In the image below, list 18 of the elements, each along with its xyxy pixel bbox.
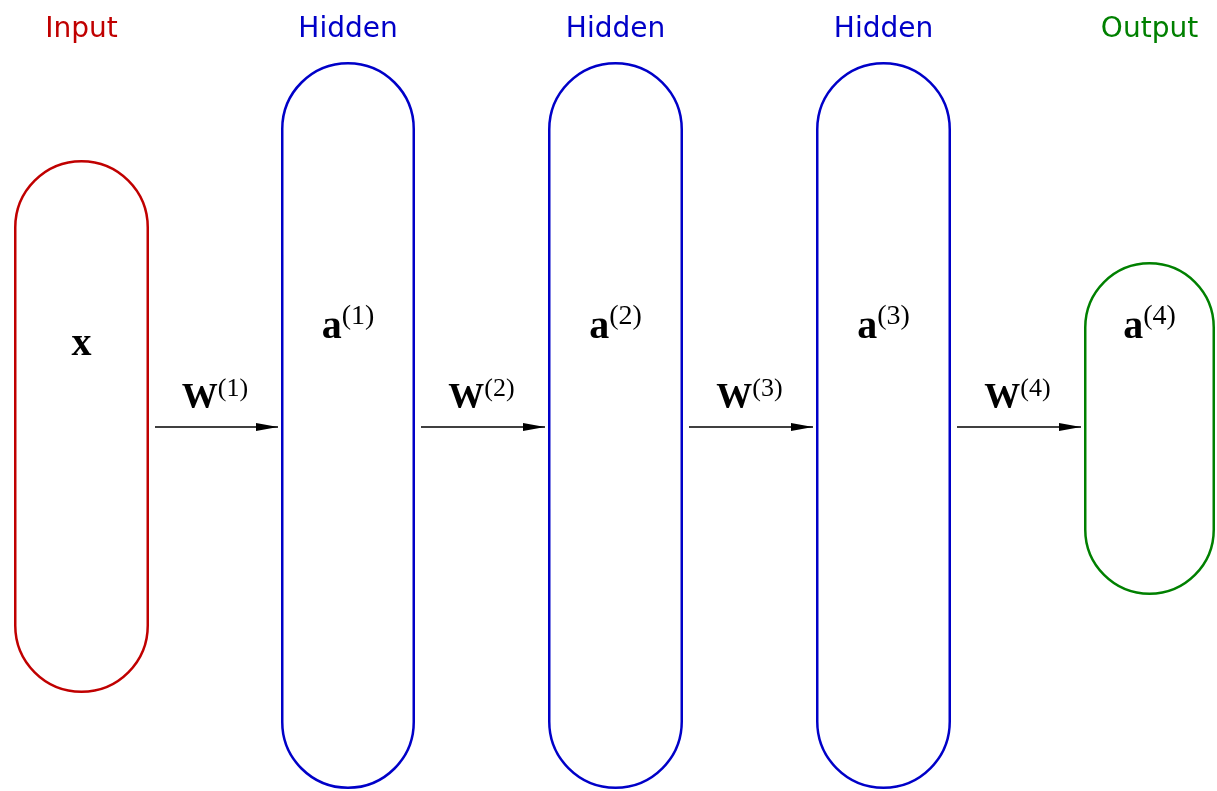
layer-heading: Input (45, 14, 118, 42)
edge-label: W$^{(3)}$ (716, 378, 783, 414)
layer-symbol: a$^{(4)}$ (1123, 305, 1176, 345)
arrow (154, 423, 279, 431)
arrow (956, 423, 1082, 431)
arrow (688, 423, 814, 431)
edge-label: W$^{(4)}$ (984, 378, 1051, 414)
arrow (420, 423, 546, 431)
layer-symbol: a$^{(1)}$ (321, 305, 375, 345)
layer-symbol: a$^{(3)}$ (857, 305, 910, 345)
edge-label: W$^{(1)}$ (181, 378, 249, 414)
layer-symbol: x (71, 322, 92, 362)
layer-heading: Hidden (298, 14, 398, 42)
layer-symbol: a$^{(2)}$ (589, 305, 642, 345)
layer-heading: Output (1100, 14, 1199, 42)
edge-label: W$^{(2)}$ (448, 378, 515, 414)
layer-heading: Hidden (565, 14, 666, 42)
layer-heading: Hidden (833, 14, 934, 42)
